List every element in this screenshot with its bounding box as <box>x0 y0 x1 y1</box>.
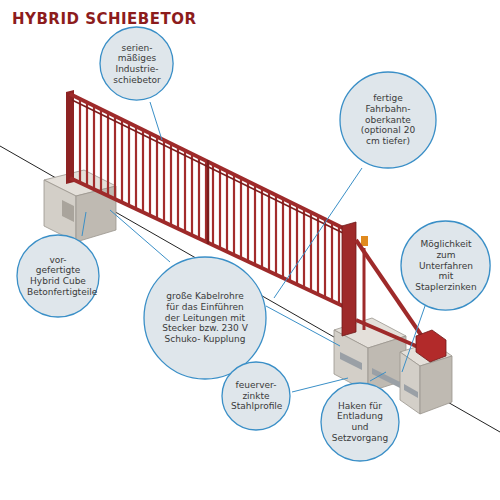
circle-shape <box>100 27 173 100</box>
gate-bar <box>135 126 137 209</box>
leader-line <box>370 372 386 381</box>
callout-text: vor- gefertigte Hybrid Cube Betonfertigt… <box>27 255 89 297</box>
gate-bar <box>240 178 242 258</box>
callout-text: feuerver- zinkte Stahlprofile <box>231 380 281 412</box>
gate-bar <box>86 102 88 186</box>
callout-circle: serien- mäßiges Industrie- schiebetor <box>99 26 174 101</box>
gate-bar <box>303 209 305 288</box>
gate-bar <box>275 195 277 274</box>
gate-bar <box>254 185 256 265</box>
concrete-side <box>420 356 452 414</box>
callout-circle: feuerver- zinkte Stahlprofile <box>221 361 291 431</box>
mid-post <box>207 160 210 244</box>
callout-circle: große Kabelrohre für das Einführen der L… <box>143 256 267 380</box>
gate-bar <box>317 216 319 295</box>
gate-bar <box>331 223 333 301</box>
callout-text: fertige Fahrbahn- oberkante (optional 20… <box>355 93 421 146</box>
circle-shape <box>222 362 290 430</box>
circle-shape <box>144 257 266 379</box>
gate-bar <box>170 144 172 226</box>
leader-line <box>82 212 86 236</box>
concrete-front <box>400 352 420 414</box>
motor-box <box>416 330 446 362</box>
diagram-title: HYBRID SCHIEBETOR <box>12 10 197 28</box>
gate-bar <box>219 168 221 249</box>
steel-profile <box>340 352 362 370</box>
gate-bar <box>121 120 123 203</box>
lamp <box>361 236 368 246</box>
gate-bar <box>184 150 186 231</box>
gate-bar <box>149 133 151 215</box>
callout-circle: Möglichkeit zum Unterfahren mit Staplerz… <box>400 220 491 311</box>
ground-line <box>0 146 500 432</box>
gate-bar <box>212 164 214 245</box>
callout-circle: fertige Fahrbahn- oberkante (optional 20… <box>339 71 437 169</box>
gate-post <box>66 90 74 184</box>
leader-line <box>402 306 425 372</box>
leader-line <box>274 168 362 298</box>
gate-bar <box>163 140 165 222</box>
callout-text: Möglichkeit zum Unterfahren mit Staplerz… <box>414 239 478 292</box>
callout-circle: vor- gefertigte Hybrid Cube Betonfertigt… <box>16 234 100 318</box>
concrete-front <box>44 180 76 242</box>
callout-text: serien- mäßiges Industrie- schiebetor <box>111 43 163 85</box>
callout-text: große Kabelrohre für das Einführen der L… <box>159 291 251 344</box>
gate-bar <box>233 175 235 255</box>
circle-shape <box>17 235 99 317</box>
gate-bar <box>310 212 312 291</box>
circle-shape <box>321 383 399 461</box>
circle-shape <box>340 72 436 168</box>
guide-post <box>363 248 366 330</box>
gate-bar <box>338 226 340 304</box>
gate-bar <box>107 113 109 196</box>
gate-post <box>342 222 356 336</box>
gate-bar <box>247 181 249 261</box>
gate-bar <box>226 171 228 252</box>
gate-bar <box>177 147 179 229</box>
steel-profile <box>404 384 418 398</box>
cable-tube <box>62 200 74 222</box>
gate-bar <box>261 188 263 268</box>
gate-bar <box>156 137 158 219</box>
gate-bar <box>198 157 200 238</box>
leader-line <box>150 102 162 140</box>
gate-bar <box>268 192 270 272</box>
concrete-side <box>76 186 116 242</box>
leader-line <box>110 210 170 262</box>
gate-bar <box>100 109 102 192</box>
gate-bar <box>142 130 144 212</box>
callout-circle: Haken für Entladung und Setzvorgang <box>320 382 400 462</box>
gate-bar <box>79 99 81 183</box>
callout-text: Haken für Entladung und Setzvorgang <box>331 401 389 443</box>
gate-bar <box>114 116 116 199</box>
gate-bar <box>296 205 298 284</box>
gate-bar <box>324 219 326 297</box>
gate-bar <box>191 154 193 235</box>
gate-bar <box>289 202 291 281</box>
circle-shape <box>401 221 490 310</box>
leader-line <box>266 306 340 346</box>
gate-bar <box>282 199 284 278</box>
gate-bar <box>93 106 95 189</box>
gate-bar <box>128 123 130 206</box>
